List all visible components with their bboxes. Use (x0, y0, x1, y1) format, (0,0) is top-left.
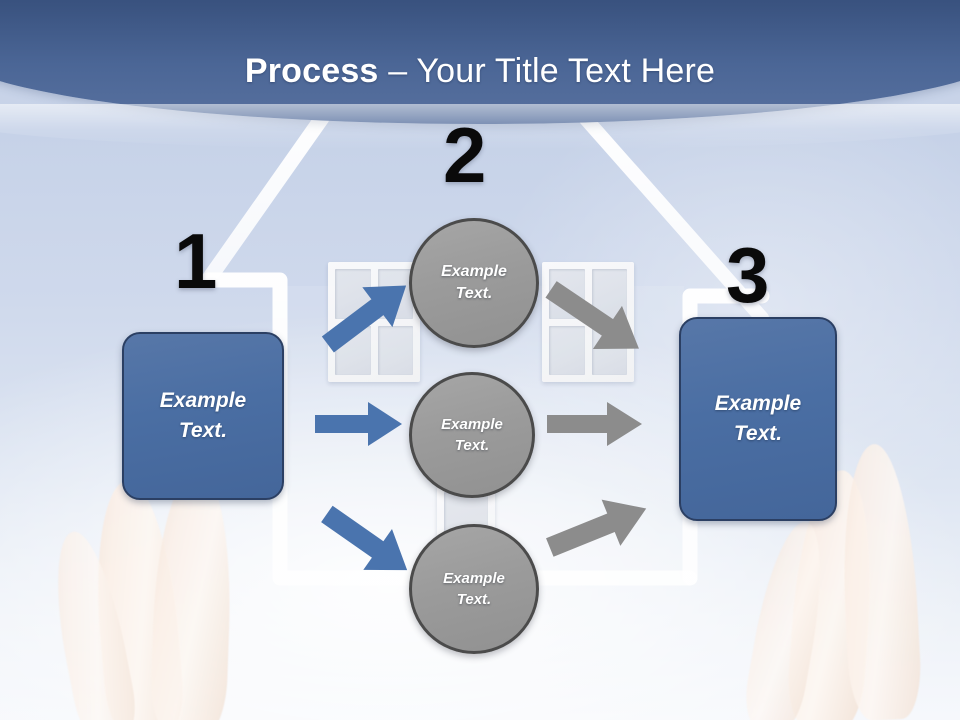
window-frame-left (328, 262, 420, 382)
window-pane (335, 325, 371, 375)
window-pane (377, 325, 413, 375)
window-frame-right (542, 262, 634, 382)
step-number-1: 1 (174, 217, 218, 305)
flow-circle-bottom[interactable]: Example Text. (409, 524, 539, 654)
flow-box-left-line1: Example (159, 389, 247, 412)
window-pane (377, 269, 413, 319)
hand-left (42, 466, 270, 720)
header-banner (0, 0, 960, 124)
arrow-gray-up-right (546, 499, 647, 557)
flow-circle-middle[interactable]: Example Text. (409, 372, 535, 498)
window-pane (549, 269, 585, 319)
window-pane (591, 325, 627, 375)
flow-circle-middle-line1: Example (441, 416, 503, 433)
page-title: Process – Your Title Text Here (0, 50, 960, 92)
flow-circle-bottom-line1: Example (443, 570, 505, 587)
flow-box-right-line1: Example (714, 392, 802, 415)
page-title-bold: Process (244, 52, 379, 90)
step-number-2: 2 (443, 111, 487, 199)
step-number-3: 3 (726, 231, 770, 319)
flow-circle-top-line2: Text. (455, 285, 493, 302)
arrow-blue-down-right (321, 505, 408, 571)
flow-circle-bottom-line2: Text. (456, 591, 492, 608)
window-pane (549, 325, 585, 375)
window-pane (591, 269, 627, 319)
window-pane (335, 269, 371, 319)
flow-circle-middle-line2: Text. (454, 437, 490, 454)
page-title-rest: Your Title Text Here (416, 52, 716, 90)
flow-circle-top[interactable]: Example Text. (409, 218, 539, 348)
flow-circle-top-line1: Example (441, 263, 507, 280)
flow-box-right-line2: Text. (733, 422, 783, 445)
flow-box-left[interactable]: Example Text. (122, 332, 284, 500)
flow-box-right[interactable]: Example Text. (679, 317, 837, 521)
flow-box-left-line2: Text. (178, 419, 228, 442)
arrow-gray-right (547, 402, 642, 446)
arrow-blue-right (315, 402, 402, 446)
page-title-dash: – (378, 52, 417, 90)
